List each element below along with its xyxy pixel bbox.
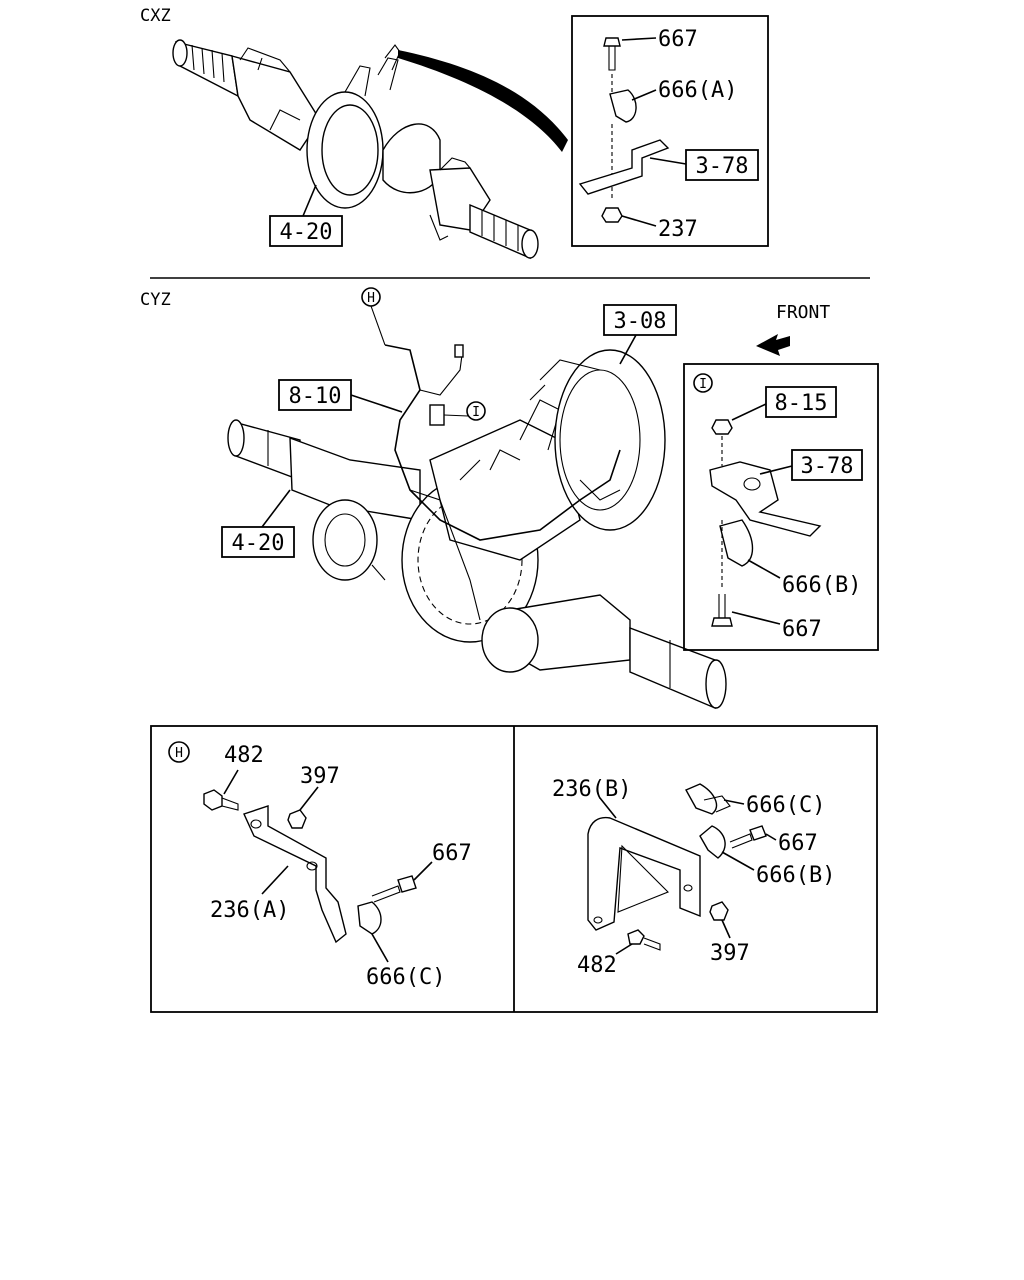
- drivetrain-cyz-drawing: [227, 334, 790, 710]
- bracket-assembly-cxz: [578, 37, 670, 223]
- ref-box-4-20-top: [269, 215, 343, 247]
- leader-666c-r: [723, 799, 745, 805]
- leader-666a: [631, 89, 657, 101]
- part-667-top: 667: [658, 27, 698, 52]
- part-236a: 236(A): [210, 898, 289, 923]
- detail-i-marker-circle: [693, 373, 713, 393]
- part-397-r: 397: [710, 941, 750, 966]
- ref-label-4-20-mid: 4-20: [232, 531, 285, 556]
- leader-667-top: [621, 37, 657, 41]
- leader-666b-r: [721, 851, 755, 871]
- part-667-h: 667: [432, 841, 472, 866]
- bracket-assembly-right: [587, 783, 767, 951]
- ref-label-8-10: 8-10: [289, 384, 342, 409]
- leader-667-i: [731, 611, 781, 625]
- leader-397-h: [299, 786, 319, 811]
- leader-4-20-top: [302, 184, 317, 217]
- part-666c-r: 666(C): [746, 793, 825, 818]
- section-label-cxz: CXZ: [140, 6, 171, 26]
- detail-box-cxz: [571, 15, 769, 247]
- part-666a: 666(A): [658, 78, 737, 103]
- ref-label-3-08: 3-08: [614, 309, 667, 334]
- detail-h-marker-circle: [168, 741, 190, 763]
- section-label-cyz: CYZ: [140, 290, 171, 310]
- leader-8-10: [350, 394, 403, 413]
- bracket-assembly-i: [709, 419, 822, 627]
- part-667-i: 667: [782, 617, 822, 642]
- leader-666c-h: [371, 933, 389, 963]
- part-482-h: 482: [224, 743, 264, 768]
- front-label: FRONT: [776, 302, 830, 323]
- marker-i-circle: [466, 401, 486, 421]
- leader-397-r: [721, 919, 731, 939]
- part-667-r: 667: [778, 831, 818, 856]
- front-arrow-icon: [756, 334, 790, 356]
- leader-4-20-mid: [261, 489, 291, 528]
- part-236b: 236(B): [552, 777, 631, 802]
- part-237: 237: [658, 217, 698, 242]
- part-666c-h: 666(C): [366, 965, 445, 990]
- ref-box-3-78-top: [685, 149, 759, 181]
- leader-3-78-i: [759, 465, 793, 475]
- leader-482-h: [223, 769, 239, 795]
- ref-label-3-78-i: 3-78: [801, 454, 854, 479]
- marker-h-label: H: [367, 291, 375, 306]
- leader-667-r: [765, 833, 777, 841]
- bracket-assembly-h: [203, 789, 417, 944]
- detail-i-marker-label: I: [699, 377, 707, 392]
- leader-237: [621, 215, 657, 227]
- part-666b-r: 666(B): [756, 863, 835, 888]
- leader-8-15: [731, 403, 767, 421]
- part-482-r: 482: [577, 953, 617, 978]
- leader-236b: [599, 797, 617, 819]
- ref-label-3-78-top: 3-78: [696, 154, 749, 179]
- ref-box-3-78-i: [791, 449, 863, 481]
- marker-i-label: I: [472, 405, 480, 420]
- ref-box-8-15: [765, 386, 837, 418]
- leader-3-78-top: [649, 157, 687, 165]
- detail-box-i: [683, 363, 879, 651]
- detail-h-marker-label: H: [175, 746, 183, 761]
- ref-box-3-08: [603, 304, 677, 336]
- leader-3-08: [619, 334, 637, 365]
- leader-666b-i: [747, 559, 781, 579]
- part-397-h: 397: [300, 764, 340, 789]
- leader-667-h: [413, 861, 433, 881]
- ref-label-8-15: 8-15: [775, 391, 828, 416]
- rear-axle-cxz-drawing: [172, 39, 568, 260]
- ref-label-4-20-top: 4-20: [280, 220, 333, 245]
- leader-482-r: [615, 943, 633, 955]
- ref-box-4-20-mid: [221, 526, 295, 558]
- leader-236a: [261, 865, 289, 895]
- part-666b-i: 666(B): [782, 573, 861, 598]
